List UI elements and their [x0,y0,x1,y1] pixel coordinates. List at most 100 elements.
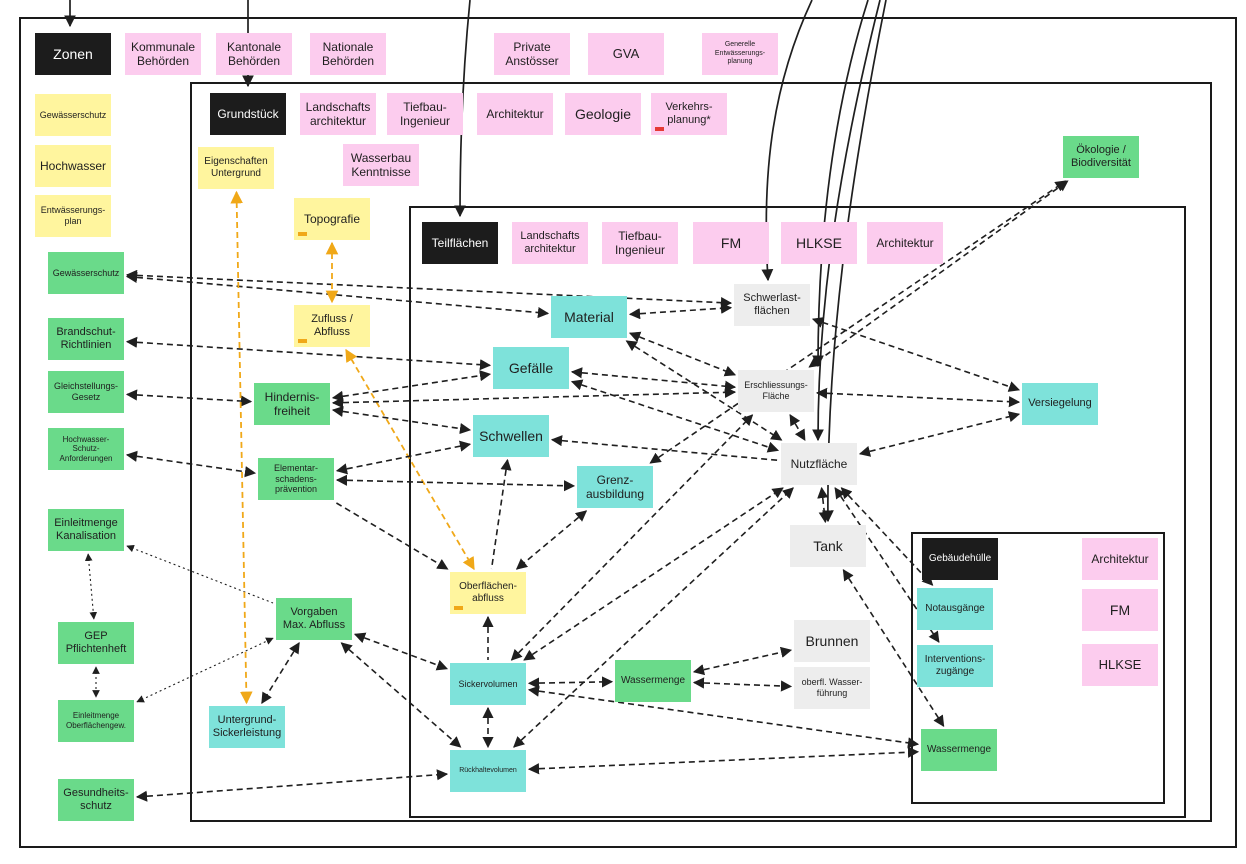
note-rueckhalte[interactable]: Rückhaltevolumen [450,750,526,792]
note-label: Interventions- zugänge [924,654,986,677]
note-label: Tank [813,537,843,554]
note-label: Zufluss / Abfluss [311,312,353,338]
note-erschliessung[interactable]: Erschliessungs- Fläche [738,370,814,412]
note-wassermenge2[interactable]: Wassermenge [921,729,997,771]
connector-schwellen-oberflaechen [490,458,512,570]
incoming-arrow-erschliessung [812,0,869,368]
note-grundstueck[interactable]: Grundstück [210,93,286,135]
connector-schwerlast-versiegelung [811,317,1021,392]
note-label: Generelle Entwässerungs- planung [714,41,766,66]
note-versiegelung[interactable]: Versiegelung [1022,383,1098,425]
note-geologie[interactable]: Geologie [565,93,641,135]
note-tank[interactable]: Tank [790,525,866,567]
note-gva[interactable]: GVA [588,33,664,75]
note-kommunale[interactable]: Kommunale Behörden [125,33,201,75]
note-sicker[interactable]: Sickervolumen [450,663,526,705]
note-wasserbau[interactable]: Wasserbau Kenntnisse [343,144,419,186]
connector-vorgaben-untergrund [261,642,300,704]
connector-gefaelle-erschliessung [570,367,737,392]
note-zonen[interactable]: Zonen [35,33,111,75]
connector-vorgaben-rueckhalte [340,642,462,748]
connector-zufluss-oberflaechen [345,348,475,571]
note-intervention[interactable]: Interventions- zugänge [917,645,993,687]
note-tiefbau2[interactable]: Tiefbau- Ingenieur [602,222,678,264]
note-gewaesserschutz-g[interactable]: Gewässerschutz [48,252,124,294]
note-label: Schwellen [479,427,543,444]
note-gebaeudehuelle[interactable]: Gebäudehülle [922,538,998,580]
note-oberflaechen[interactable]: Oberflächen- abfluss [450,572,526,614]
connector-rueckhalte-wassermenge2 [527,746,920,775]
note-verkehr[interactable]: Verkehrs- planung* [651,93,727,135]
note-tiefbau1[interactable]: Tiefbau- Ingenieur [387,93,463,135]
note-elementar[interactable]: Elementar- schadens- prävention [258,458,334,500]
note-entwplan-y[interactable]: Entwässerungs- plan [35,195,111,237]
note-nutzflaeche[interactable]: Nutzfläche [781,443,857,485]
note-grenz[interactable]: Grenz- ausbildung [577,466,653,508]
note-brunnen[interactable]: Brunnen [794,620,870,662]
note-untergrund[interactable]: Untergrund- Sickerleistung [209,706,285,748]
connector-hindernis-schwellen [331,405,472,435]
note-schwellen[interactable]: Schwellen [473,415,549,457]
note-gen-entw[interactable]: Generelle Entwässerungs- planung [702,33,778,75]
note-kantonale[interactable]: Kantonale Behörden [216,33,292,75]
note-notausgaenge[interactable]: Notausgänge [917,588,993,630]
note-label: Hochwasser [39,158,107,173]
note-label: Teilflächen [431,235,489,250]
connector-hindernis-erschliessung [331,386,737,409]
note-label: Einleitmenge Kanalisation [54,516,118,542]
note-vorgaben[interactable]: Vorgaben Max. Abfluss [276,598,352,640]
note-gefaelle[interactable]: Gefälle [493,347,569,389]
note-gewaesserschutz-y[interactable]: Gewässerschutz [35,94,111,136]
note-hlkse2[interactable]: HLKSE [1082,644,1158,686]
note-label: Gefälle [508,359,554,376]
note-hlkse1[interactable]: HLKSE [781,222,857,264]
note-einleit-oberfl[interactable]: Einleitmenge Oberflächengew. [58,700,134,742]
note-teilflaechen[interactable]: Teilflächen [422,222,498,264]
note-oberfl-wasser[interactable]: oberfl. Wasser- führung [794,667,870,709]
connector-nutzflaeche-tank [817,486,830,524]
note-zufluss[interactable]: Zufluss / Abfluss [294,305,370,347]
note-hw-schutz[interactable]: Hochwasser- Schutz- Anforderungen [48,428,124,470]
connector-gesundheit-rueckhalte [135,769,449,802]
note-material[interactable]: Material [551,296,627,338]
note-schwerlast[interactable]: Schwerlast- flächen [734,284,810,326]
note-fm1[interactable]: FM [693,222,769,264]
connector-vorgaben-sicker [353,632,449,671]
note-fm2[interactable]: FM [1082,589,1158,631]
connector-sicker-nutzflaeche [523,487,784,661]
note-landschaft2[interactable]: Landschafts architektur [512,222,588,264]
note-gleichstellung[interactable]: Gleichstellungs- Gesetz [48,371,124,413]
note-architektur3[interactable]: Architektur [1082,538,1158,580]
note-label: Zonen [53,45,93,62]
connector-nutzflaeche-versiegelung [858,411,1021,457]
note-wassermenge1[interactable]: Wassermenge [615,660,691,702]
note-brandschutz[interactable]: Brandschut- Richtlinien [48,318,124,360]
connector-einleit-oberfl-vorgaben [136,637,274,703]
connector-hindernis-gefaelle [331,370,492,402]
connector-elementar-oberflaechen [336,502,449,570]
note-einleit-kanal[interactable]: Einleitmenge Kanalisation [48,509,124,551]
note-gep[interactable]: GEP Pflichtenheft [58,622,134,664]
note-label: Topografie [303,211,361,226]
note-nationale[interactable]: Nationale Behörden [310,33,386,75]
note-topografie[interactable]: Topografie [294,198,370,240]
note-oekologie[interactable]: Ökologie / Biodiversität [1063,136,1139,178]
note-gesundheit[interactable]: Gesundheits- schutz [58,779,134,821]
connector-elementar-schwellen [335,440,472,475]
connector-erschliessung-nutzflaeche [789,414,806,441]
connector-tank-wassermenge2 [842,569,945,727]
note-architektur1[interactable]: Architektur [477,93,553,135]
note-hindernis[interactable]: Hindernis- freiheit [254,383,330,425]
note-label: Grundstück [217,106,279,121]
note-architektur2[interactable]: Architektur [867,222,943,264]
note-label: Gewässerschutz [39,109,107,120]
note-landschaft1[interactable]: Landschafts architektur [300,93,376,135]
note-hochwasser-y[interactable]: Hochwasser [35,145,111,187]
note-label: Tiefbau- Ingenieur [399,99,451,128]
note-label: Notausgänge [925,603,985,614]
note-private[interactable]: Private Anstösser [494,33,570,75]
note-eigenschaften[interactable]: Eigenschaften Untergrund [198,147,274,189]
connector-grenz-oberflaechen [515,510,588,570]
note-label: Untergrund- Sickerleistung [212,713,282,739]
note-label: Landschafts architektur [305,99,371,128]
